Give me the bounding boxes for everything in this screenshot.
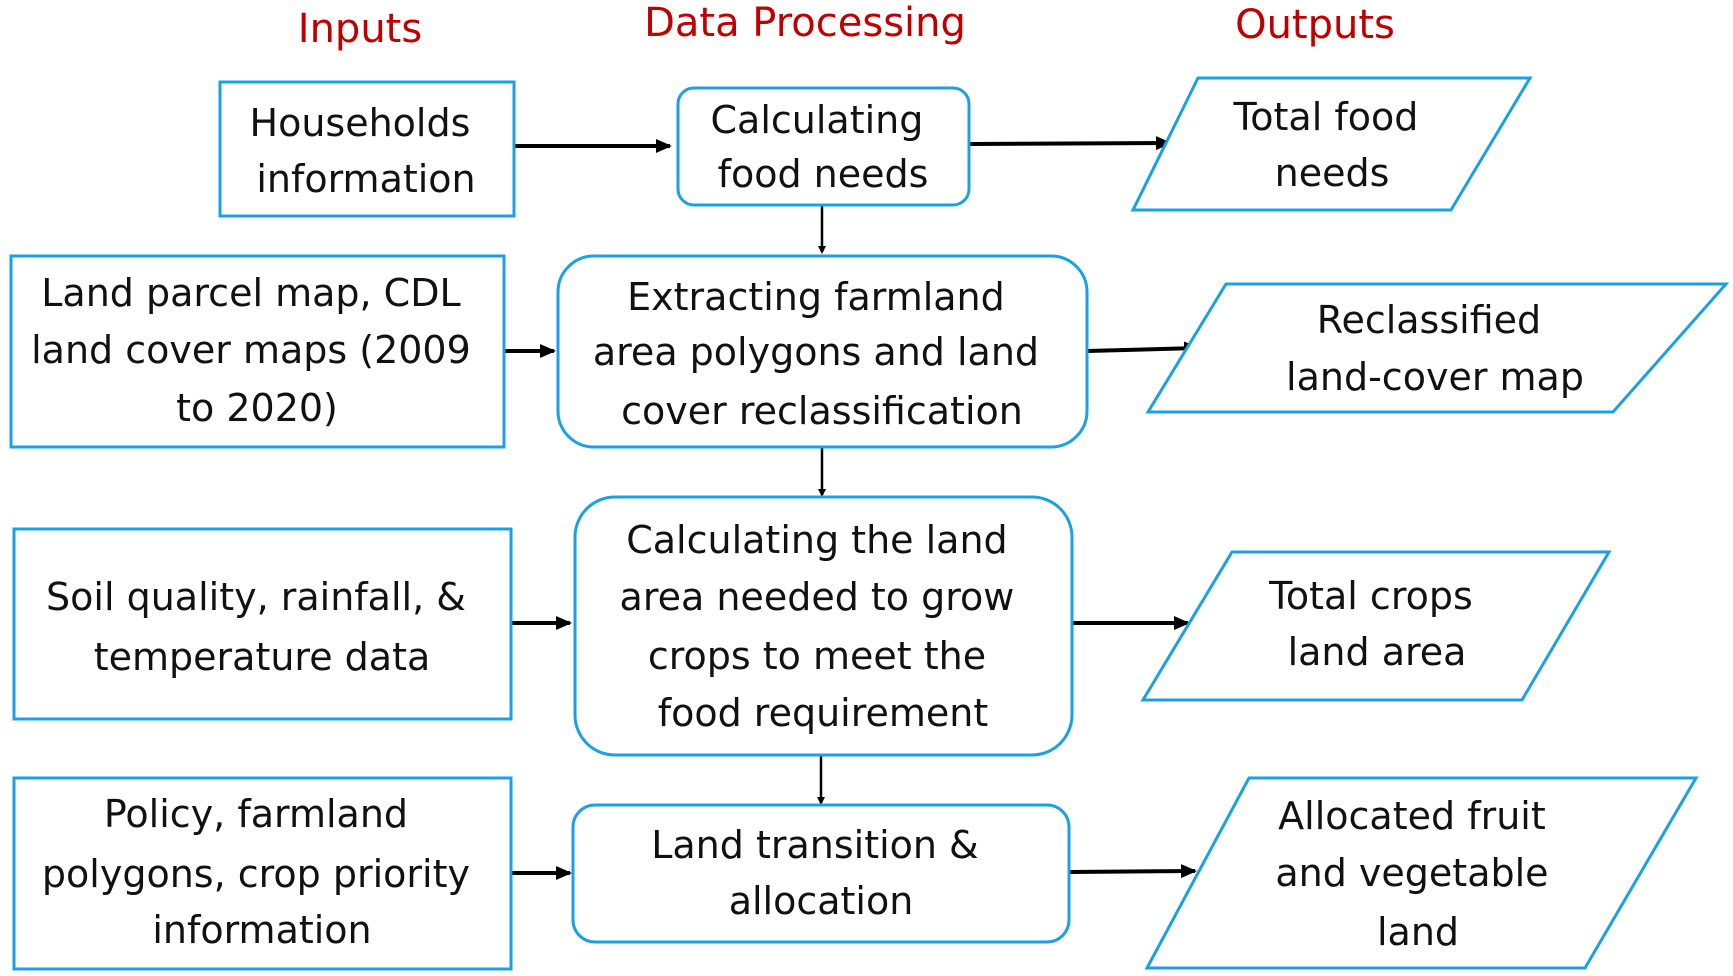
header-inputs: Inputs <box>298 6 422 52</box>
output-allocated-text: Allocated fruit and vegetable land <box>1275 794 1560 954</box>
input-households-text: Households information <box>250 101 483 201</box>
output-box-total-food: Total food needs <box>1130 76 1533 212</box>
arrows <box>504 136 1200 880</box>
process-land-area-text: Calculating the land area needed to grow… <box>620 518 1027 735</box>
arrow-extracting-to-reclassified <box>1086 341 1200 356</box>
output-box-total-crops: Total crops land area <box>1140 550 1612 702</box>
output-reclassified-text: Reclassified land-cover map <box>1286 298 1584 399</box>
header-outputs: Outputs <box>1235 2 1395 48</box>
process-extracting-text: Extracting farmland area polygons and la… <box>593 275 1051 433</box>
input-box-soil-quality: Soil quality, rainfall, & temperature da… <box>12 527 513 721</box>
header-data-processing: Data Processing <box>644 0 966 46</box>
input-land-parcel-text: Land parcel map, CDL land cover maps (20… <box>31 271 483 430</box>
process-box-land-area: Calculating the land area needed to grow… <box>573 495 1074 757</box>
output-total-crops-text: Total crops land area <box>1268 574 1485 674</box>
process-box-land-transition: Land transition & allocation <box>571 803 1071 944</box>
process-food-needs-text: Calculating food needs <box>711 98 936 196</box>
output-box-allocated: Allocated fruit and vegetable land <box>1144 776 1699 970</box>
input-policy-text: Policy, farmland polygons, crop priority… <box>42 792 482 952</box>
process-land-transition-text: Land transition & allocation <box>651 823 991 923</box>
input-box-households: Households information <box>218 80 516 218</box>
arrow-food-needs-to-total-food <box>968 136 1172 151</box>
input-soil-quality-text: Soil quality, rainfall, & temperature da… <box>46 575 478 679</box>
input-box-policy: Policy, farmland polygons, crop priority… <box>12 776 513 971</box>
process-box-extracting: Extracting farmland area polygons and la… <box>556 254 1089 449</box>
process-box-food-needs: Calculating food needs <box>676 86 971 207</box>
output-box-reclassified: Reclassified land-cover map <box>1145 282 1730 414</box>
input-box-land-parcel: Land parcel map, CDL land cover maps (20… <box>9 254 506 449</box>
arrow-transition-to-allocated <box>1068 864 1197 879</box>
output-total-food-text: Total food needs <box>1233 95 1431 195</box>
